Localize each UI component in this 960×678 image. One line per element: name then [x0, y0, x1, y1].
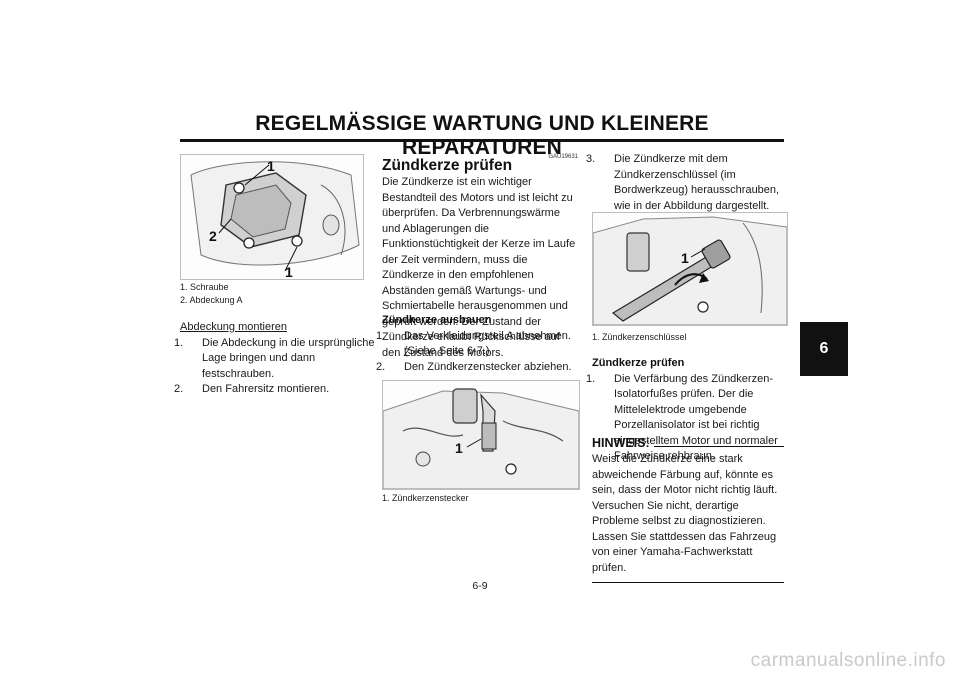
- document-code: GAU19631: [548, 154, 578, 160]
- callout-1-top: 1: [267, 158, 275, 174]
- intro-paragraph: Die Zündkerze ist ein wichtiger Bestandt…: [382, 176, 576, 359]
- chapter-tab[interactable]: 6: [800, 322, 848, 376]
- step-text: Das Verkleidungsteil A abnehmen. (Siehe …: [404, 329, 571, 358]
- step-item: 2. Den Fahrersitz montieren.: [174, 382, 376, 398]
- note-end-rule: [592, 582, 784, 583]
- callout-1-bottom: 1: [285, 264, 293, 279]
- step-item: 1. Das Verkleidungsteil A abnehmen. (Sieh…: [376, 329, 580, 360]
- step-number: 1.: [174, 336, 184, 349]
- legend-item: 2. Abdeckung A: [180, 295, 243, 305]
- step-text: Den Fahrersitz montieren.: [202, 383, 330, 395]
- cover-illustration: 1 2 1: [181, 155, 363, 279]
- inspection-section: Zündkerze prüfen 1. Die Verfärbung des Zü…: [586, 356, 784, 465]
- callout-1: 1: [681, 250, 689, 266]
- wrench-illustration: 1: [593, 213, 787, 325]
- plug-cap-illustration: 1: [383, 381, 579, 489]
- wrench-figure: 1: [592, 212, 788, 326]
- callout-1: 1: [455, 440, 463, 456]
- plug-cap-figure: 1: [382, 380, 580, 490]
- step-number: 1.: [376, 329, 386, 342]
- callout-2: 2: [209, 228, 217, 244]
- step-text: Die Zündkerze mit dem Zündkerzenschlüsse…: [614, 153, 780, 212]
- note-text: Weist die Zündkerze eine stark abweichen…: [592, 453, 778, 574]
- step-number: 2.: [376, 360, 386, 373]
- step-text: Die Abdeckung in die ursprüngliche Lage …: [202, 336, 375, 380]
- note-label: HINWEIS:: [592, 436, 650, 450]
- watermark-link[interactable]: carmanualsonline.info: [750, 650, 946, 671]
- step-number: 1.: [586, 372, 596, 385]
- figure-legend-item: 1. Zündkerzenschlüssel: [592, 332, 687, 342]
- step-item: 1. Die Abdeckung in die ursprüngliche Lag…: [174, 336, 376, 383]
- note-block: HINWEIS: Weist die Zündkerze eine stark …: [592, 436, 784, 583]
- section-title: Zündkerze prüfen: [382, 157, 513, 174]
- unscrew-step: 3. Die Zündkerze mit dem Zündkerzenschlüs…: [586, 152, 784, 214]
- cover-figure: 1 2 1: [180, 154, 364, 280]
- step-text: Die Verfärbung des Zündkerzen-Isolatorfu…: [614, 372, 778, 463]
- section-heading: Abdeckung montieren: [180, 321, 288, 333]
- subsection-heading: Zündkerze ausbauen: [382, 314, 492, 326]
- figure-legend: 1. Schraube 2. Abdeckung A: [180, 281, 362, 307]
- step-text: Den Zündkerzenstecker abziehen.: [404, 360, 572, 373]
- step-item: 3. Die Zündkerze mit dem Zündkerzenschlüs…: [586, 152, 784, 214]
- step-number: 3.: [586, 153, 596, 165]
- figure-legend-item: 1. Zündkerzenstecker: [382, 493, 469, 503]
- step-item: 2. Den Zündkerzenstecker abziehen.: [376, 360, 580, 376]
- note-rule: [653, 446, 784, 447]
- title-rule: [180, 139, 784, 142]
- subsection-heading: Zündkerze prüfen: [592, 357, 685, 369]
- removal-section: Zündkerze ausbauen 1. Das Verkleidungstei…: [376, 313, 580, 376]
- page-number: 6-9: [472, 580, 488, 592]
- legend-item: 1. Schraube: [180, 282, 229, 292]
- cover-install-section: Abdeckung montieren 1. Die Abdeckung in d…: [174, 320, 376, 398]
- step-number: 2.: [174, 383, 184, 395]
- step-item: 1. Die Verfärbung des Zündkerzen-Isolator…: [586, 372, 784, 465]
